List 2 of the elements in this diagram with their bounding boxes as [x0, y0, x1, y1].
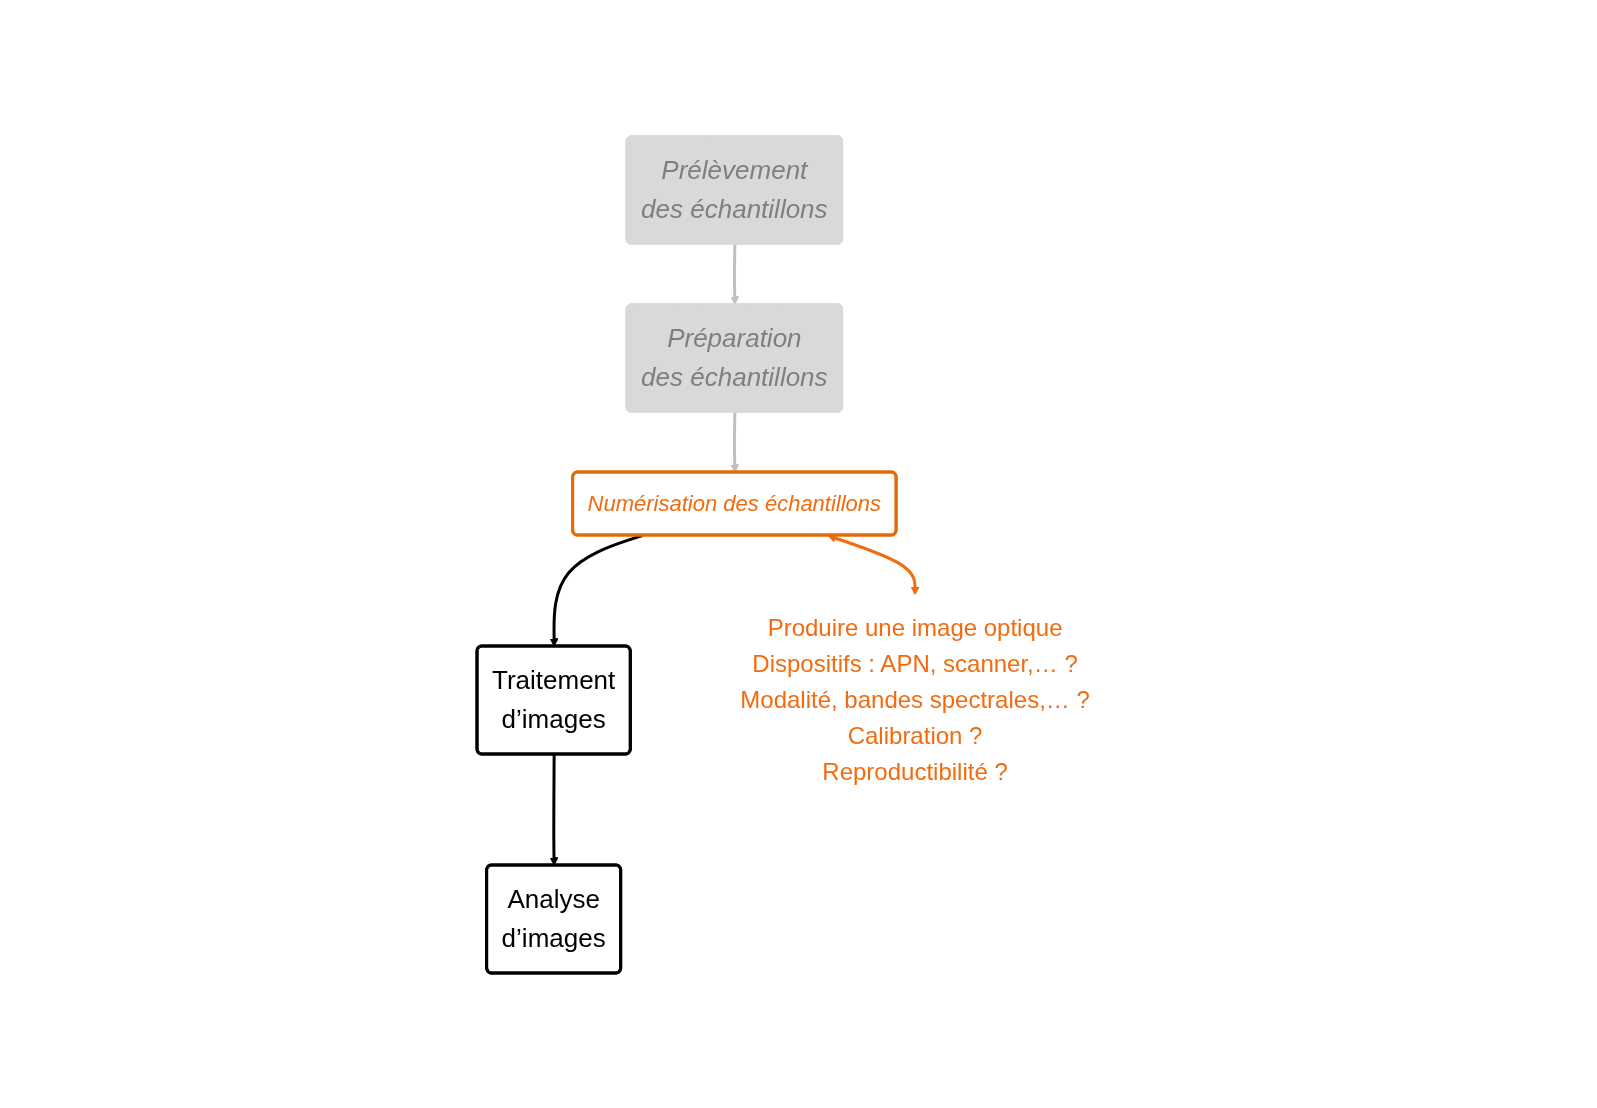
arrow — [730, 243, 740, 305]
node-text: Produire une image optique Dispositifs : APN, scanner,… ? Modalité, bandes spectrales,… ? Calibration ? Reproductibilité ? — [740, 613, 1090, 785]
